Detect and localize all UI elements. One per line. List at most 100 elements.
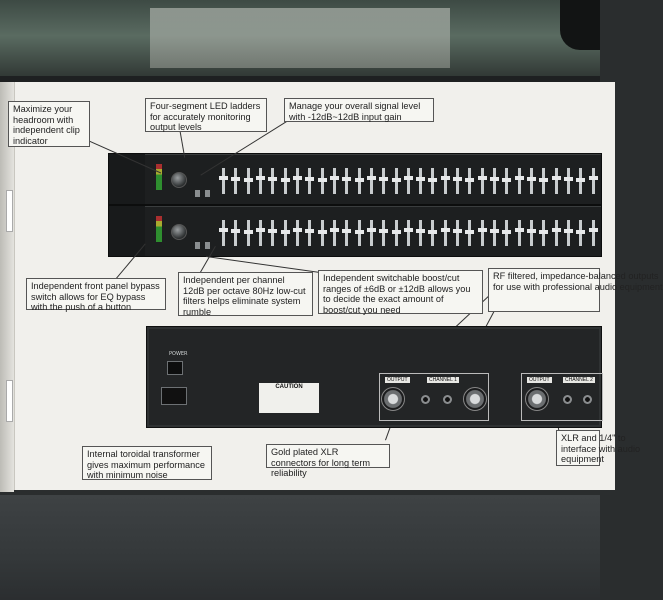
eq-slider-cap: [552, 176, 561, 180]
eq-slider-cap: [330, 176, 339, 180]
eq-slider-cap: [256, 176, 265, 180]
eq-slider-cap: [465, 230, 474, 234]
eq-slider-cap: [428, 230, 437, 234]
eq-slider-cap: [379, 177, 388, 181]
callout-balanced-outputs: RF filtered, impedance-balanced outputs …: [488, 268, 663, 312]
eq-slider-track: [518, 168, 521, 194]
quarter-inch-jack: [443, 395, 452, 404]
equalizer-rear-panel: POWER CAUTION OUTPUT CHANNEL 1 OUTPUT CH…: [146, 326, 603, 428]
iec-power-inlet: [161, 387, 187, 405]
power-label: POWER: [169, 351, 188, 357]
eq-slider-cap: [441, 228, 450, 232]
eq-slider-track: [370, 220, 373, 246]
eq-slider-cap: [576, 178, 585, 182]
eq-slider-cap: [392, 230, 401, 234]
eq-slider-cap: [441, 176, 450, 180]
eq-slider-cap: [478, 176, 487, 180]
eq-slider-cap: [576, 230, 585, 234]
eq-slider-track: [481, 220, 484, 246]
box-tab: [6, 380, 13, 422]
table-surface: [0, 495, 600, 600]
eq-slider-track: [308, 168, 311, 194]
eq-slider-cap: [268, 229, 277, 233]
eq-slider-cap: [256, 228, 265, 232]
eq-slider-track: [456, 168, 459, 194]
eq-slider-track: [259, 168, 262, 194]
eq-slider-cap: [564, 177, 573, 181]
eq-slider-cap: [502, 230, 511, 234]
eq-slider-cap: [564, 229, 573, 233]
eq-slider-cap: [465, 178, 474, 182]
eq-slider-cap: [231, 177, 240, 181]
bypass-button: [195, 242, 200, 249]
eq-slider-track: [259, 220, 262, 246]
eq-slider-cap: [539, 230, 548, 234]
eq-slider-cap: [589, 176, 598, 180]
xlr-output-connector: [525, 387, 549, 411]
eq-slider-cap: [281, 230, 290, 234]
equalizer-front-unit-1: [108, 153, 602, 205]
gain-knob: [171, 172, 187, 188]
eq-slider-track: [567, 168, 570, 194]
eq-slider-cap: [293, 228, 302, 232]
rack-ear: [109, 206, 145, 256]
output-tag: OUTPUT: [527, 377, 552, 383]
eq-slider-track: [530, 220, 533, 246]
eq-slider-track: [296, 168, 299, 194]
eq-slider-cap: [539, 178, 548, 182]
eq-slider-track: [296, 220, 299, 246]
eq-slider-cap: [318, 230, 327, 234]
eq-slider-track: [407, 168, 410, 194]
eq-slider-track: [222, 168, 225, 194]
eq-slider-track: [370, 168, 373, 194]
eq-slider-cap: [428, 178, 437, 182]
background-object: [560, 0, 600, 50]
callout-input-gain: Manage your overall signal level with -1…: [284, 98, 434, 122]
eq-slider-track: [333, 220, 336, 246]
xlr-output-connector: [381, 387, 405, 411]
eq-slider-track: [592, 220, 595, 246]
caution-label: CAUTION: [259, 383, 319, 413]
eq-slider-cap: [244, 230, 253, 234]
eq-slider-track: [493, 220, 496, 246]
equalizer-front-unit-2: [108, 205, 602, 257]
eq-slider-track: [407, 220, 410, 246]
eq-slider-cap: [305, 177, 314, 181]
channel-1-tag: CHANNEL 1: [427, 377, 459, 383]
eq-slider-cap: [392, 178, 401, 182]
eq-slider-cap: [330, 228, 339, 232]
lowcut-button: [205, 190, 210, 197]
callout-headroom: Maximize your headroom with independent …: [8, 101, 90, 147]
output-tag: OUTPUT: [385, 377, 410, 383]
eq-slider-cap: [355, 178, 364, 182]
bypass-button: [195, 190, 200, 197]
eq-slider-cap: [268, 177, 277, 181]
quarter-inch-jack: [563, 395, 572, 404]
callout-balanced-outputs-text: RF filtered, impedance-balanced outputs …: [493, 271, 663, 292]
eq-slider-track: [271, 220, 274, 246]
caution-title: CAUTION: [275, 384, 303, 390]
callout-gold-xlr: Gold plated XLR connectors for long term…: [266, 444, 390, 478]
eq-slider-cap: [490, 229, 499, 233]
gain-knob: [171, 224, 187, 240]
eq-slider-cap: [515, 176, 524, 180]
callout-lowcut: Independent per channel 12dB per octave …: [178, 272, 313, 317]
eq-slider-cap: [416, 229, 425, 233]
eq-slider-cap: [527, 229, 536, 233]
eq-slider-track: [419, 220, 422, 246]
eq-slider-cap: [293, 176, 302, 180]
eq-slider-track: [234, 220, 237, 246]
eq-slider-cap: [244, 178, 253, 182]
eq-slider-cap: [219, 176, 228, 180]
callout-xlr-interface: XLR and 1/4" to interface with audio equ…: [556, 430, 640, 466]
eq-slider-track: [234, 168, 237, 194]
eq-slider-cap: [490, 177, 499, 181]
eq-slider-track: [345, 220, 348, 246]
eq-slider-track: [555, 168, 558, 194]
eq-slider-cap: [318, 178, 327, 182]
eq-slider-track: [444, 168, 447, 194]
eq-slider-cap: [478, 228, 487, 232]
quarter-inch-jack: [421, 395, 430, 404]
eq-slider-cap: [367, 176, 376, 180]
